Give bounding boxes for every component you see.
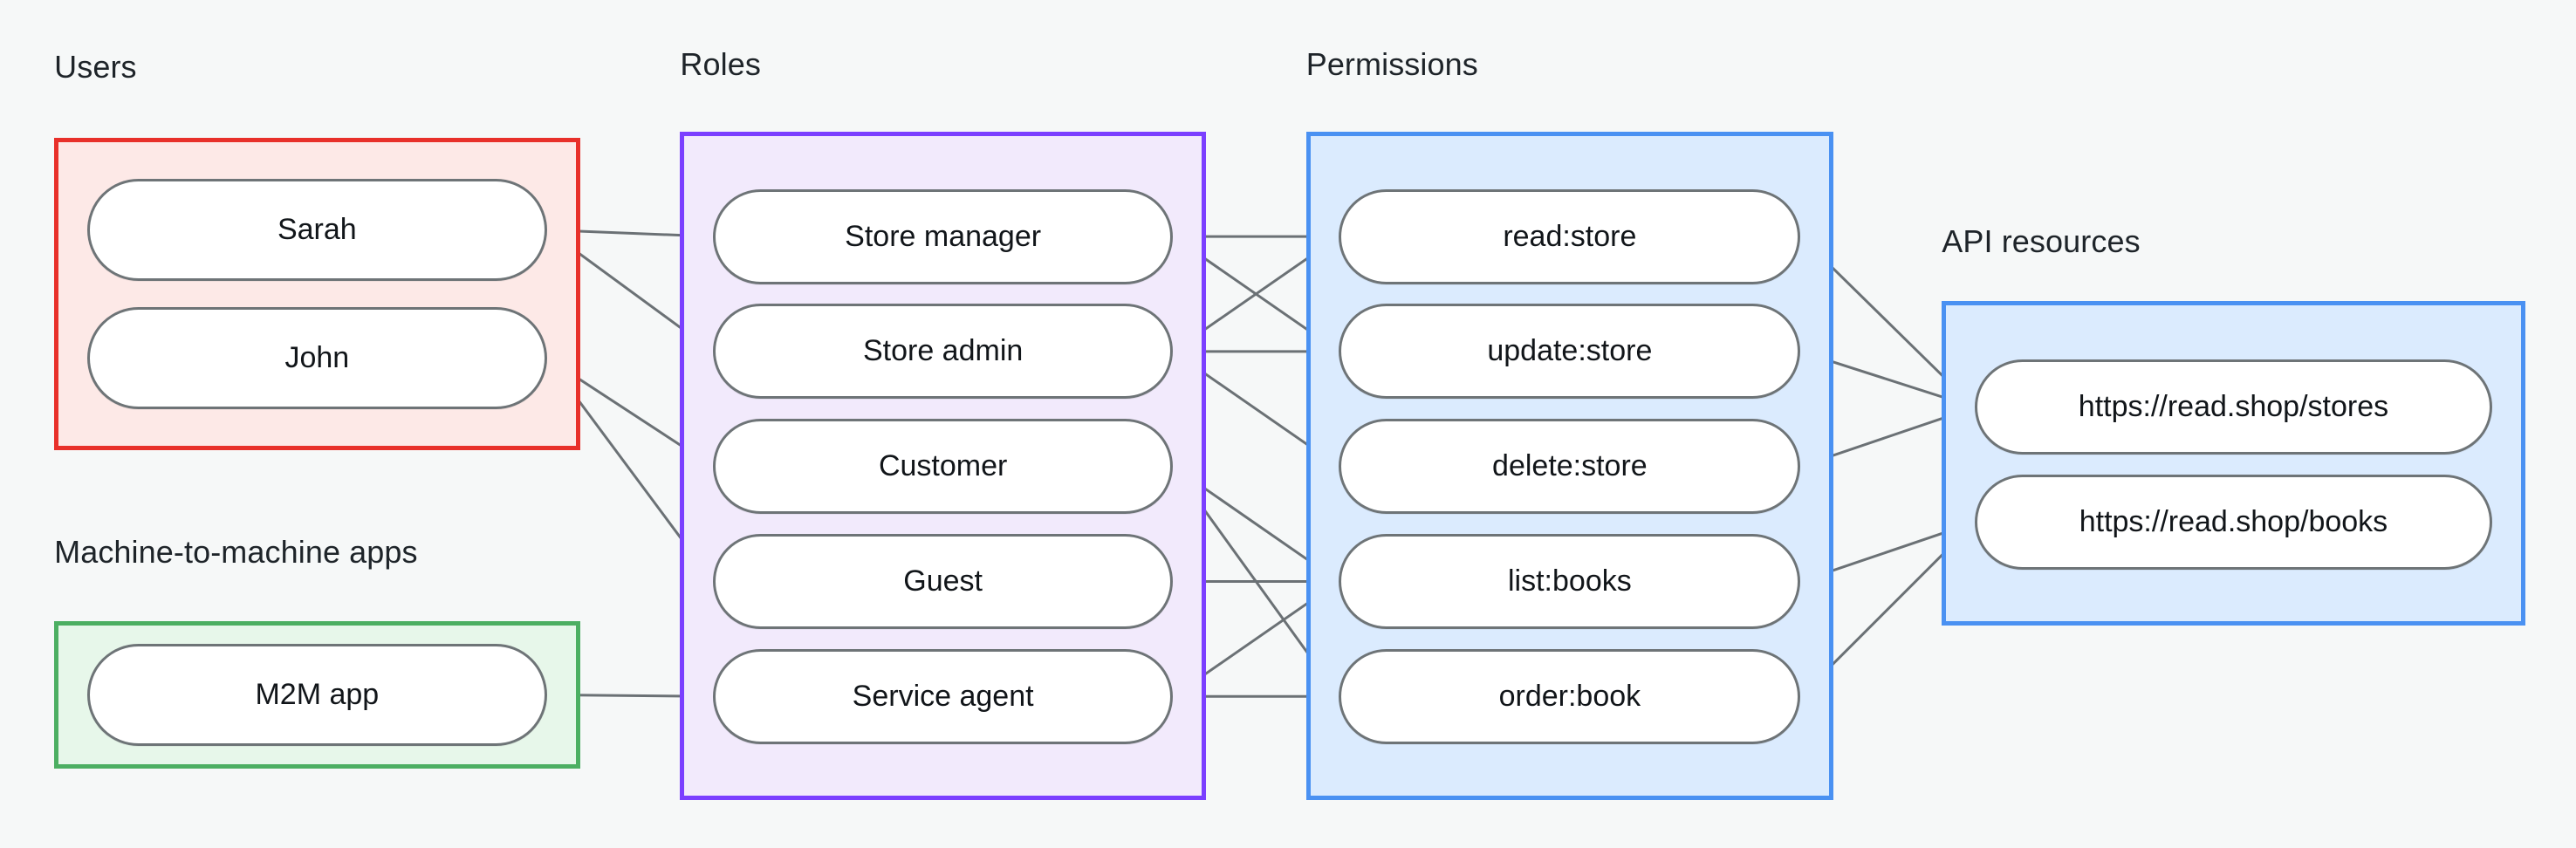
group-label-users: Users xyxy=(54,49,137,85)
node-delete-store[interactable]: delete:store xyxy=(1339,419,1801,515)
node-res-stores[interactable]: https://read.shop/stores xyxy=(1974,359,2492,455)
node-list-books[interactable]: list:books xyxy=(1339,533,1801,630)
node-guest[interactable]: Guest xyxy=(713,533,1174,630)
node-m2m-app[interactable]: M2M app xyxy=(86,644,547,746)
group-label-m2m: Machine-to-machine apps xyxy=(54,533,418,570)
node-store-admin[interactable]: Store admin xyxy=(713,304,1174,400)
group-label-roles: Roles xyxy=(680,45,761,82)
node-read-store[interactable]: read:store xyxy=(1339,188,1801,284)
group-label-permissions: Permissions xyxy=(1305,45,1478,82)
node-customer[interactable]: Customer xyxy=(713,419,1174,515)
node-res-books[interactable]: https://read.shop/books xyxy=(1974,475,2492,571)
node-update-store[interactable]: update:store xyxy=(1339,304,1801,400)
node-store-manager[interactable]: Store manager xyxy=(713,188,1174,284)
node-sarah[interactable]: Sarah xyxy=(86,179,547,281)
group-label-api-resources: API resources xyxy=(1942,223,2141,260)
node-john[interactable]: John xyxy=(86,307,547,409)
node-service-agent[interactable]: Service agent xyxy=(713,648,1174,744)
node-order-book[interactable]: order:book xyxy=(1339,648,1801,744)
group-box-api-resources xyxy=(1942,300,2525,626)
